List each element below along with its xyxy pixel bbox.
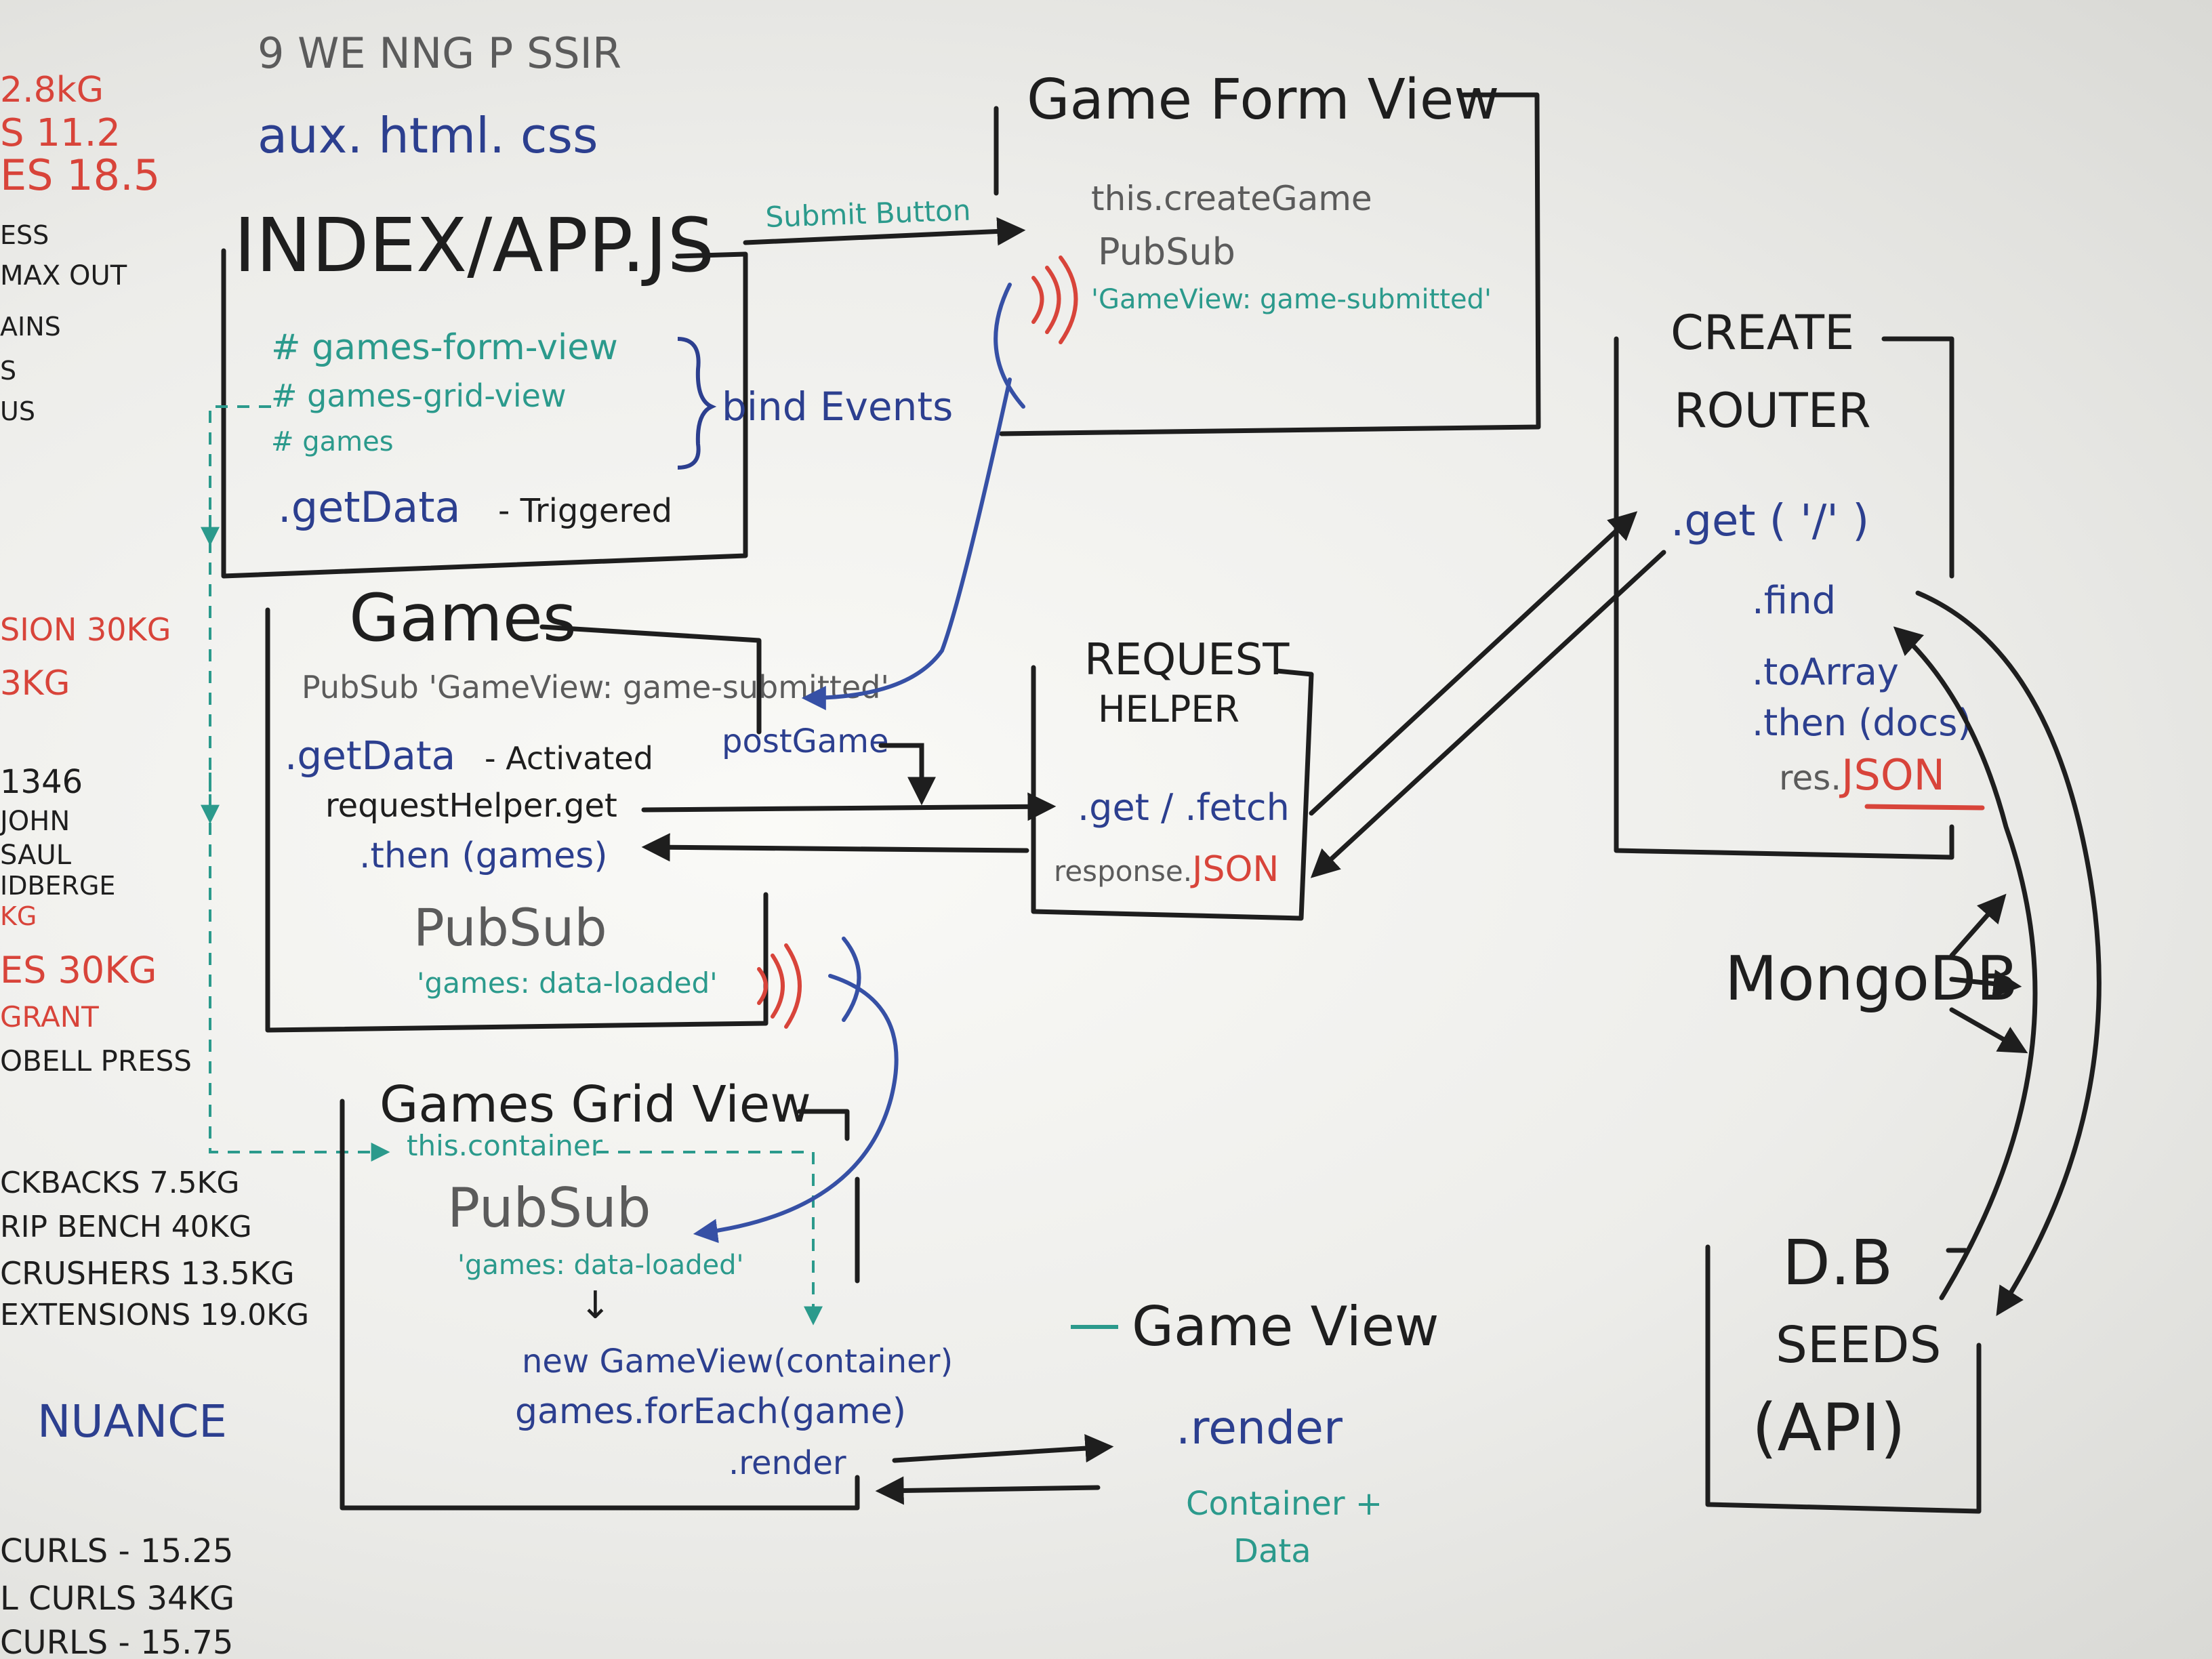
left-note-14: KG [0,901,37,931]
games-title: Games [349,580,577,656]
grid-this-container: this.container [407,1129,603,1162]
left-note-8: SION 30KG [0,611,171,648]
game-view-container-data-2: Data [1233,1532,1311,1570]
left-note-20: CRUSHERS 13.5KG [0,1255,295,1292]
router-find: .find [1752,579,1836,623]
router-to-db-curve [1915,590,2102,1317]
create-game-line: this.createGame [1091,179,1372,218]
games-pubsub-2: PubSub [413,897,607,958]
grid-for-each: games.forEach(game) [515,1391,906,1432]
left-note-6: S [0,356,16,386]
get-fetch: .get / .fetch [1078,786,1290,829]
left-note-19: RIP BENCH 40KG [0,1210,252,1244]
mongodb-label: MongoDB [1725,943,2018,1015]
game-form-pubsub: PubSub [1098,230,1235,273]
left-note-4: MAX OUT [0,260,127,291]
left-note-5: AINS [0,312,61,342]
create-router-title-1: CREATE [1671,305,1854,361]
left-note-22: NUANCE [37,1395,227,1448]
top-note-2: aux. html. css [258,107,598,164]
render-arrow [892,1434,1114,1463]
response-json: response.JSON [1054,849,1279,890]
db-title: D.B [1782,1227,1893,1299]
grid-render: .render [729,1444,846,1482]
left-note-11: JOHN [0,806,70,837]
grid-pubsub: PubSub [447,1176,651,1240]
create-router-box: CREATE ROUTER .get ( '/' ) .find .toArra… [1614,305,1985,860]
index-app-box: INDEX/APP.JS # games-form-view # games-g… [221,202,953,579]
game-submitted-event: 'GameView: game-submitted' [1091,284,1492,315]
game-view-title: Game View [1132,1295,1439,1358]
game-view-group: Game View .render Container + Data [1071,1295,1439,1570]
publish-curve-form [994,283,1025,409]
db-seeds: SEEDS [1776,1316,1941,1374]
left-note-21: EXTENSIONS 19.0KG [0,1298,309,1332]
db-seeds-box: D.B SEEDS (API) [1705,1227,1982,1514]
router-get-root: .get ( '/' ) [1671,496,1869,546]
post-game-label: postGame [722,722,889,760]
router-to-array: .toArray [1752,651,1899,693]
games-get-data: .getData [285,733,455,779]
request-get-arrow [641,792,1057,821]
left-note-9: 3KG [0,663,70,703]
request-helper-title-2: HELPER [1098,688,1240,731]
left-note-0: 2.8kG [0,70,104,110]
db-to-router-curve [1893,626,2038,1300]
left-note-3: ESS [0,220,49,250]
request-helper-title-1: REQUEST [1084,635,1290,685]
left-note-18: CKBACKS 7.5KG [0,1166,240,1200]
data-loaded-flow [693,974,899,1244]
selectors-brace [677,337,717,470]
grid-new-game-view: new GameView(container) [522,1343,953,1380]
game-form-view-box: Game Form View this.createGame PubSub 'G… [994,68,1541,436]
request-helper-get: requestHelper.get [325,787,617,825]
grid-data-loaded: 'games: data-loaded' [457,1250,744,1281]
submit-label: Submit Button [765,193,972,234]
games-box: Games PubSub 'GameView: game-submitted' … [265,580,936,1033]
left-note-15: ES 30KG [0,949,157,991]
create-router-title-2: ROUTER [1674,383,1871,438]
selector-games: # games [271,426,394,457]
then-games: .then (games) [359,836,608,876]
grid-down-arrow: ↓ [579,1284,611,1328]
selector-grid-view: # games-grid-view [271,377,567,414]
router-res-json: res.JSON [1779,750,1945,800]
game-view-render: .render [1176,1401,1343,1455]
to-router-arrow [1309,511,1638,816]
index-triggered: - Triggered [498,492,672,530]
game-view-container-data-1: Container + [1186,1485,1382,1523]
index-get-data: .getData [278,483,461,532]
left-note-7: US [0,396,35,426]
left-note-13: IDBERGE [0,871,115,901]
router-then-docs: .then (docs) [1752,701,1971,744]
games-pubsub-submitted: PubSub 'GameView: game-submitted' [302,669,889,705]
index-title: INDEX/APP.JS [234,202,714,289]
games-activated: - Activated [485,740,653,777]
left-note-12: SAUL [0,840,72,871]
left-note-16: GRANT [0,1000,99,1033]
left-note-1: S 11.2 [0,111,121,155]
request-helper-box: REQUEST HELPER .get / .fetch response.JS… [1031,635,1314,921]
bind-events-label: bind Events [722,384,953,430]
render-return-arrow [875,1476,1101,1505]
from-router-arrow [1310,550,1666,878]
submit-arrow [743,217,1026,246]
top-note-1: 9 WE NNG P SSIR [258,28,621,78]
game-form-view-title: Game Form View [1027,68,1499,132]
selector-form-view: # games-form-view [271,327,618,368]
left-note-23: CURLS - 15.25 [0,1532,233,1570]
game-submitted-flow [801,377,1012,710]
response-arrow [641,833,1029,862]
games-grid-view-box: Games Grid View this.container PubSub 'g… [340,1076,953,1511]
grid-view-title: Games Grid View [380,1076,811,1134]
left-note-24: L CURLS 34KG [0,1580,234,1618]
left-note-10: 1346 [0,763,83,801]
games-data-loaded: 'games: data-loaded' [417,966,718,1000]
left-note-2: ES 18.5 [0,150,160,200]
left-note-25: CURLS - 15.75 [0,1624,233,1659]
db-api: (API) [1752,1390,1906,1466]
left-note-17: OBELL PRESS [0,1044,192,1078]
